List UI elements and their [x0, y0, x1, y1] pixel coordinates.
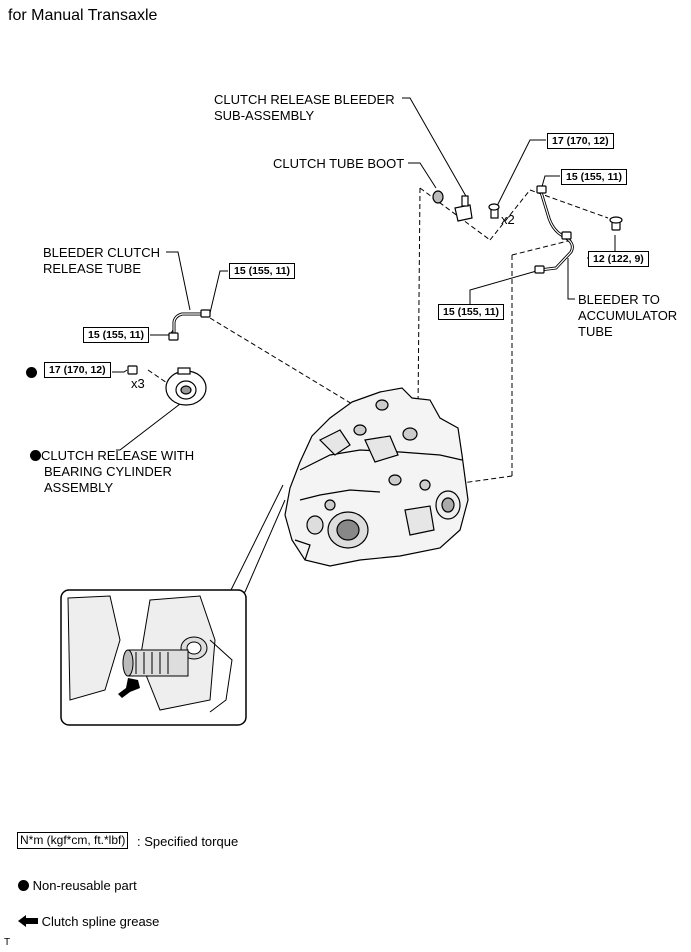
torque-box-bleeder-bolt: 17 (170, 12)	[547, 133, 614, 149]
torque-box-release-tube-left: 15 (155, 11)	[83, 327, 150, 343]
legend-grease-text: Clutch spline grease	[41, 914, 160, 929]
assembly-dashed-lines	[147, 187, 609, 485]
left-arrow-icon	[18, 915, 38, 927]
torque-box-accumulator-bolt: 12 (122, 9)	[588, 251, 649, 267]
legend-nonreusable-text: Non-reusable part	[32, 878, 137, 893]
legend-torque-unit: N*m (kgf*cm, ft.*lbf)	[17, 832, 129, 849]
torque-box-cylinder-bolt: 17 (170, 12)	[44, 362, 111, 378]
label-cylinder-line2: BEARING CYLINDER	[44, 464, 172, 479]
label-bleeder-release-tube-line1: BLEEDER CLUTCH	[43, 245, 161, 260]
label-cylinder-line1-text: CLUTCH RELEASE WITH	[41, 448, 195, 463]
label-accumulator-tube-line2: ACCUMULATOR	[578, 308, 678, 323]
label-bleeder-release-tube-line2: RELEASE TUBE	[43, 261, 142, 276]
legend-nonreusable: Non-reusable part	[18, 878, 137, 893]
clutch-release-cylinder-part	[127, 365, 207, 406]
bleeder-to-accumulator-tube	[534, 185, 623, 274]
torque-box-accumulator-top: 15 (155, 11)	[561, 169, 628, 185]
inset-detail-view	[60, 589, 247, 726]
label-accumulator-tube-line3: TUBE	[578, 324, 613, 339]
footer-mark: T	[4, 937, 11, 948]
nonreusable-marker	[26, 364, 37, 382]
torque-box-accumulator-bottom: 15 (155, 11)	[438, 304, 505, 320]
page-title: for Manual Transaxle	[8, 7, 158, 24]
nonreusable-dot-icon	[30, 450, 41, 461]
grease-arrow-icon	[118, 678, 140, 698]
label-bleeder-sub-assembly-line1: CLUTCH RELEASE BLEEDER	[214, 92, 395, 107]
nonreusable-dot-icon	[26, 367, 37, 378]
label-accumulator-tube-line1: BLEEDER TO	[578, 292, 660, 307]
transaxle-housing	[284, 387, 469, 567]
legend-torque-desc: : Specified torque	[137, 834, 239, 849]
label-cylinder-line3: ASSEMBLY	[44, 480, 114, 495]
label-cylinder-line1: CLUTCH RELEASE WITH	[30, 448, 194, 463]
qty-x2: x2	[501, 212, 515, 227]
legend-grease: Clutch spline grease	[18, 914, 159, 929]
bleeder-sub-assembly-part	[432, 190, 500, 222]
label-bleeder-sub-assembly-line2: SUB-ASSEMBLY	[214, 108, 315, 123]
filled-circle-icon	[18, 880, 29, 891]
label-clutch-tube-boot: CLUTCH TUBE BOOT	[273, 156, 405, 171]
torque-box-release-tube-right: 15 (155, 11)	[229, 263, 296, 279]
bleeder-clutch-release-tube	[168, 309, 211, 341]
qty-x3: x3	[131, 376, 145, 391]
